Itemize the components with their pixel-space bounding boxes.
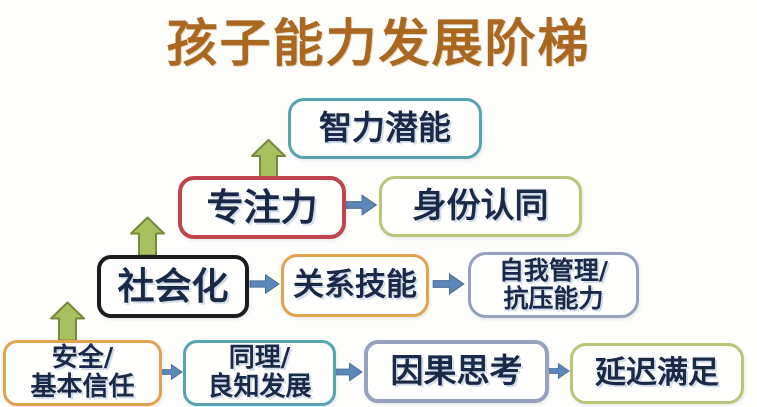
box-self-management: 自我管理/ 抗压能力 (468, 252, 639, 318)
box-relationship-skills: 关系技能 (281, 254, 429, 317)
right-arrow-icon (249, 272, 280, 296)
up-arrow-icon (250, 139, 287, 179)
box-intellectual-potential: 智力潜能 (288, 98, 482, 159)
box-socialization: 社会化 (97, 255, 249, 318)
box-focus-ability: 专注力 (178, 176, 346, 239)
box-label: 专注力 (206, 185, 318, 229)
up-arrow-icon (49, 301, 86, 342)
box-label: 智力潜能 (319, 108, 451, 148)
page-title: 孩子能力发展阶梯 (166, 15, 591, 74)
box-label: 因果思考 (390, 351, 523, 391)
box-label: 社会化 (117, 264, 229, 308)
box-label: 延迟满足 (595, 355, 719, 392)
up-arrow-icon (129, 216, 166, 257)
box-safety-basic-trust: 安全/ 基本信任 (3, 340, 162, 406)
box-label: 安全/ 基本信任 (30, 342, 135, 402)
box-label: 自我管理/ 抗压能力 (498, 256, 609, 313)
box-label: 关系技能 (293, 267, 417, 304)
box-label: 身份认同 (412, 186, 549, 227)
right-arrow-icon (344, 193, 378, 217)
right-arrow-icon (431, 272, 466, 296)
box-identity-recognition: 身份认同 (379, 176, 582, 237)
box-label: 同理/ 良知发展 (207, 342, 312, 402)
right-arrow-icon (334, 360, 363, 384)
box-empathy-conscience: 同理/ 良知发展 (183, 340, 336, 406)
box-causal-thinking: 因果思考 (364, 340, 549, 403)
box-delayed-gratification: 延迟满足 (570, 343, 744, 404)
